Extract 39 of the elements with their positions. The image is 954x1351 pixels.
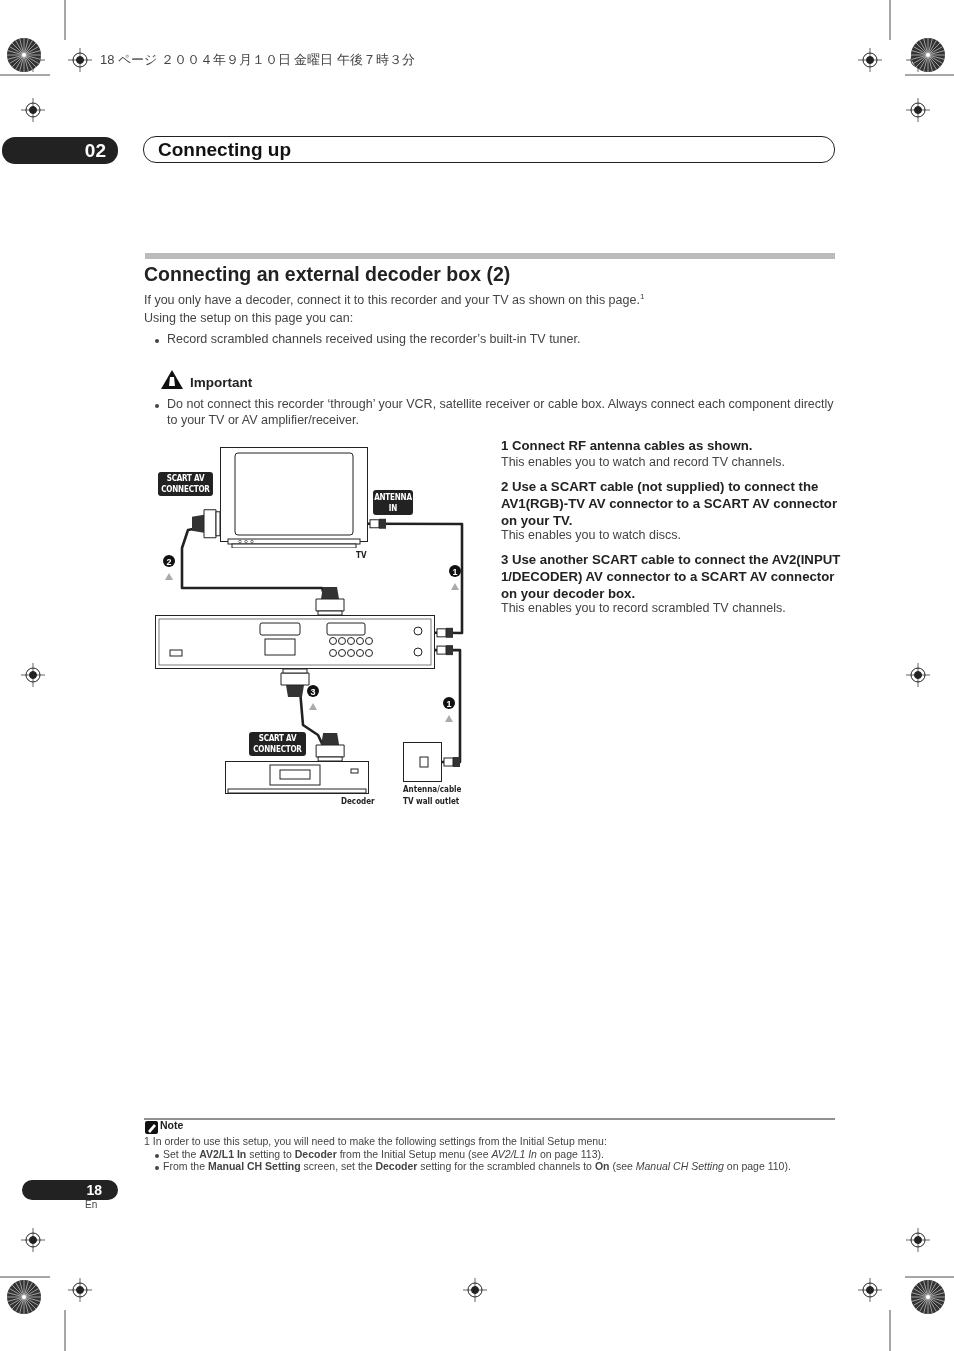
- file-header: 18 ページ ２００４年９月１０日 金曜日 午後７時３分: [100, 52, 415, 69]
- note-text: Set the AV2/L1 In setting to Decoder from the Initial Setup menu (see AV2/L1 In on page 113).: [163, 1148, 605, 1162]
- tv-drawing: [220, 447, 368, 548]
- decoder-drawing: [225, 761, 369, 794]
- step-number: 1: [449, 565, 461, 577]
- step-text: This enables you to record scrambled TV channels.: [501, 601, 787, 617]
- intro-text: If you only have a decoder, connect it to this recorder and your TV as shown on this page.$^{1}$: [144, 291, 646, 310]
- step-text: This enables you to watch and record TV channels.: [501, 455, 786, 471]
- device-caption: TV: [356, 550, 368, 562]
- step-number: 1: [443, 697, 455, 709]
- connector-tag: SCART AV CONNECTOR: [249, 732, 306, 756]
- note-text: 1 In order to use this setup, you will need to make the following settings from the Initial Setup menu:: [144, 1135, 608, 1149]
- recorder-drawing: [155, 615, 435, 669]
- page-number-tab: 18: [22, 1180, 118, 1200]
- cable: [180, 509, 345, 616]
- note-text: From the Manual CH Setting screen, set the Decoder setting for the scrambled channels to On (see Manual CH Setting on page 110).: [163, 1160, 792, 1174]
- page-title: Connecting an external decoder box (2): [144, 263, 511, 286]
- intro-text: Using the setup on this page you can:: [144, 311, 355, 327]
- cable: [280, 668, 345, 762]
- step-heading: 1 Connect RF antenna cables as shown.: [501, 438, 754, 455]
- step-number: 3: [307, 685, 319, 697]
- note-heading: Note: [160, 1119, 185, 1133]
- cable: [434, 645, 462, 767]
- connector-tag: ANTENNA IN: [373, 490, 413, 515]
- device-caption: Antenna/cable TV wall outlet: [403, 784, 463, 808]
- step-heading: 3 Use another SCART cable to connect the AV2(INPUT 1/DECODER) AV connector to a SCART AV connector on your decoder box.: [501, 552, 841, 603]
- bullet-text: Do not connect this recorder ‘through’ your VCR, satellite receiver or cable box. Always connect each component directly to your TV or AV amplifier/receiver.: [167, 397, 835, 429]
- chapter-header: Connecting up: [143, 136, 835, 163]
- bullet-text: Record scrambled channels received using the recorder’s built-in TV tuner.: [167, 332, 582, 348]
- cable: [367, 518, 464, 638]
- step-heading: 2 Use a SCART cable (not supplied) to connect the AV1(RGB)-TV AV connector to a SCART AV connector on your TV.: [501, 479, 839, 530]
- connector-tag: SCART AV CONNECTOR: [158, 472, 213, 496]
- language-code: En: [85, 1199, 99, 1212]
- step-number: 2: [163, 555, 175, 567]
- wall-outlet-drawing: [403, 742, 442, 782]
- important-heading: Important: [190, 374, 254, 392]
- step-text: This enables you to watch discs.: [501, 528, 682, 544]
- chapter-tab: 02: [2, 137, 118, 164]
- device-caption: Decoder: [341, 796, 376, 808]
